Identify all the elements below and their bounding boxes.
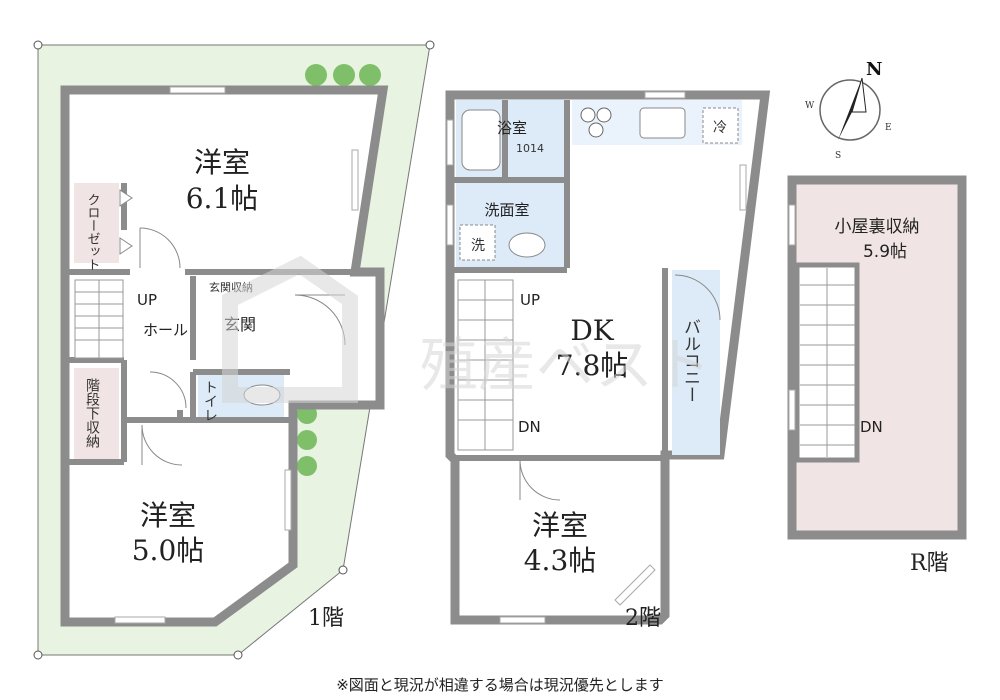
floor1-stairs (74, 279, 124, 359)
watermark-text: 殖産ベスト (420, 331, 711, 399)
lot-corner-marker (425, 40, 435, 50)
tree-icon (333, 64, 355, 86)
washer-space-icon (459, 224, 496, 261)
floor1-up-label: UP (137, 291, 157, 309)
closet-area (74, 183, 119, 263)
floor2-room-name: 洋室 (532, 509, 588, 542)
room-north-name: 洋室 (194, 146, 250, 179)
lot-corner-marker (33, 650, 43, 660)
bath-size-label: 1014 (516, 142, 544, 155)
under-stairs-label: 階段下収納 (84, 378, 100, 449)
room-south-size: 5.0帖 (132, 534, 205, 567)
floor2-windows (446, 91, 747, 624)
kitchen-sink-icon (639, 107, 686, 139)
room-north-size: 6.1帖 (186, 182, 259, 215)
hall-label: ホール (143, 321, 188, 339)
balcony-area (672, 270, 720, 455)
tree-icon (305, 64, 327, 86)
tree-icon (297, 456, 317, 476)
watermark-logo-icon (222, 255, 358, 403)
floor2-interior-walls (450, 100, 668, 461)
floorR-windows (788, 204, 796, 431)
bath-label: 浴室 (497, 119, 527, 137)
dk-size: 7.8帖 (556, 349, 629, 382)
tree-icon (359, 64, 381, 86)
floorR-plan: 小屋裏収納 5.9帖 DN R階 (787, 175, 967, 576)
lot-corner-marker (233, 650, 243, 660)
toilet-label: トイレ (202, 380, 218, 422)
under-stairs-storage-area (74, 368, 119, 460)
compass-icon: N E S W (805, 59, 892, 161)
floor1-label: 1階 (308, 606, 344, 631)
fridge-label: 冷 (713, 120, 727, 136)
floor2-up-label: UP (520, 291, 540, 309)
floor1-windows (114, 86, 359, 624)
compass-n: N (866, 59, 882, 80)
tree-icon (297, 430, 317, 450)
dk-name: DK (570, 314, 614, 347)
closet-door-icons (119, 189, 133, 255)
watermark: 殖産ベスト (222, 255, 711, 403)
lot-corner-marker (33, 40, 43, 50)
floorR-stairs (800, 268, 855, 457)
bathtub-icon (461, 109, 501, 171)
compass-w: W (805, 101, 815, 111)
floorR-label: R階 (910, 551, 949, 576)
floor2-doors (519, 274, 721, 501)
fridge-space-icon (702, 107, 739, 144)
floor2-plan: 浴室 1014 洗面室 洗 冷 DK 7.8帖 UP DN バルコニー 洋室 4… (445, 90, 771, 631)
washroom-label: 洗面室 (484, 201, 529, 219)
compass-e: E (885, 123, 892, 133)
balcony-label: バルコニー (680, 318, 700, 403)
room-south-name: 洋室 (140, 499, 196, 532)
closet-label: クローゼット (85, 193, 101, 271)
lot-corner-marker (338, 565, 348, 575)
floorR-dn-label: DN (860, 418, 883, 436)
stove-icon (580, 107, 612, 138)
floor2-label: 2階 (625, 606, 661, 631)
compass-s: S (835, 151, 841, 161)
washer-label: 洗 (471, 238, 485, 254)
floor2-stairs (457, 279, 514, 451)
floor1-interior-walls (65, 183, 355, 465)
floor2-room-size: 4.3帖 (524, 544, 597, 577)
footnote: ※図面と現況が相違する場合は現況優先とします (336, 676, 664, 694)
attic-name: 小屋裏収納 (835, 216, 920, 237)
attic-size: 5.9帖 (863, 242, 907, 262)
floor2-dn-label: DN (518, 418, 541, 436)
wash-basin-icon (508, 232, 546, 258)
